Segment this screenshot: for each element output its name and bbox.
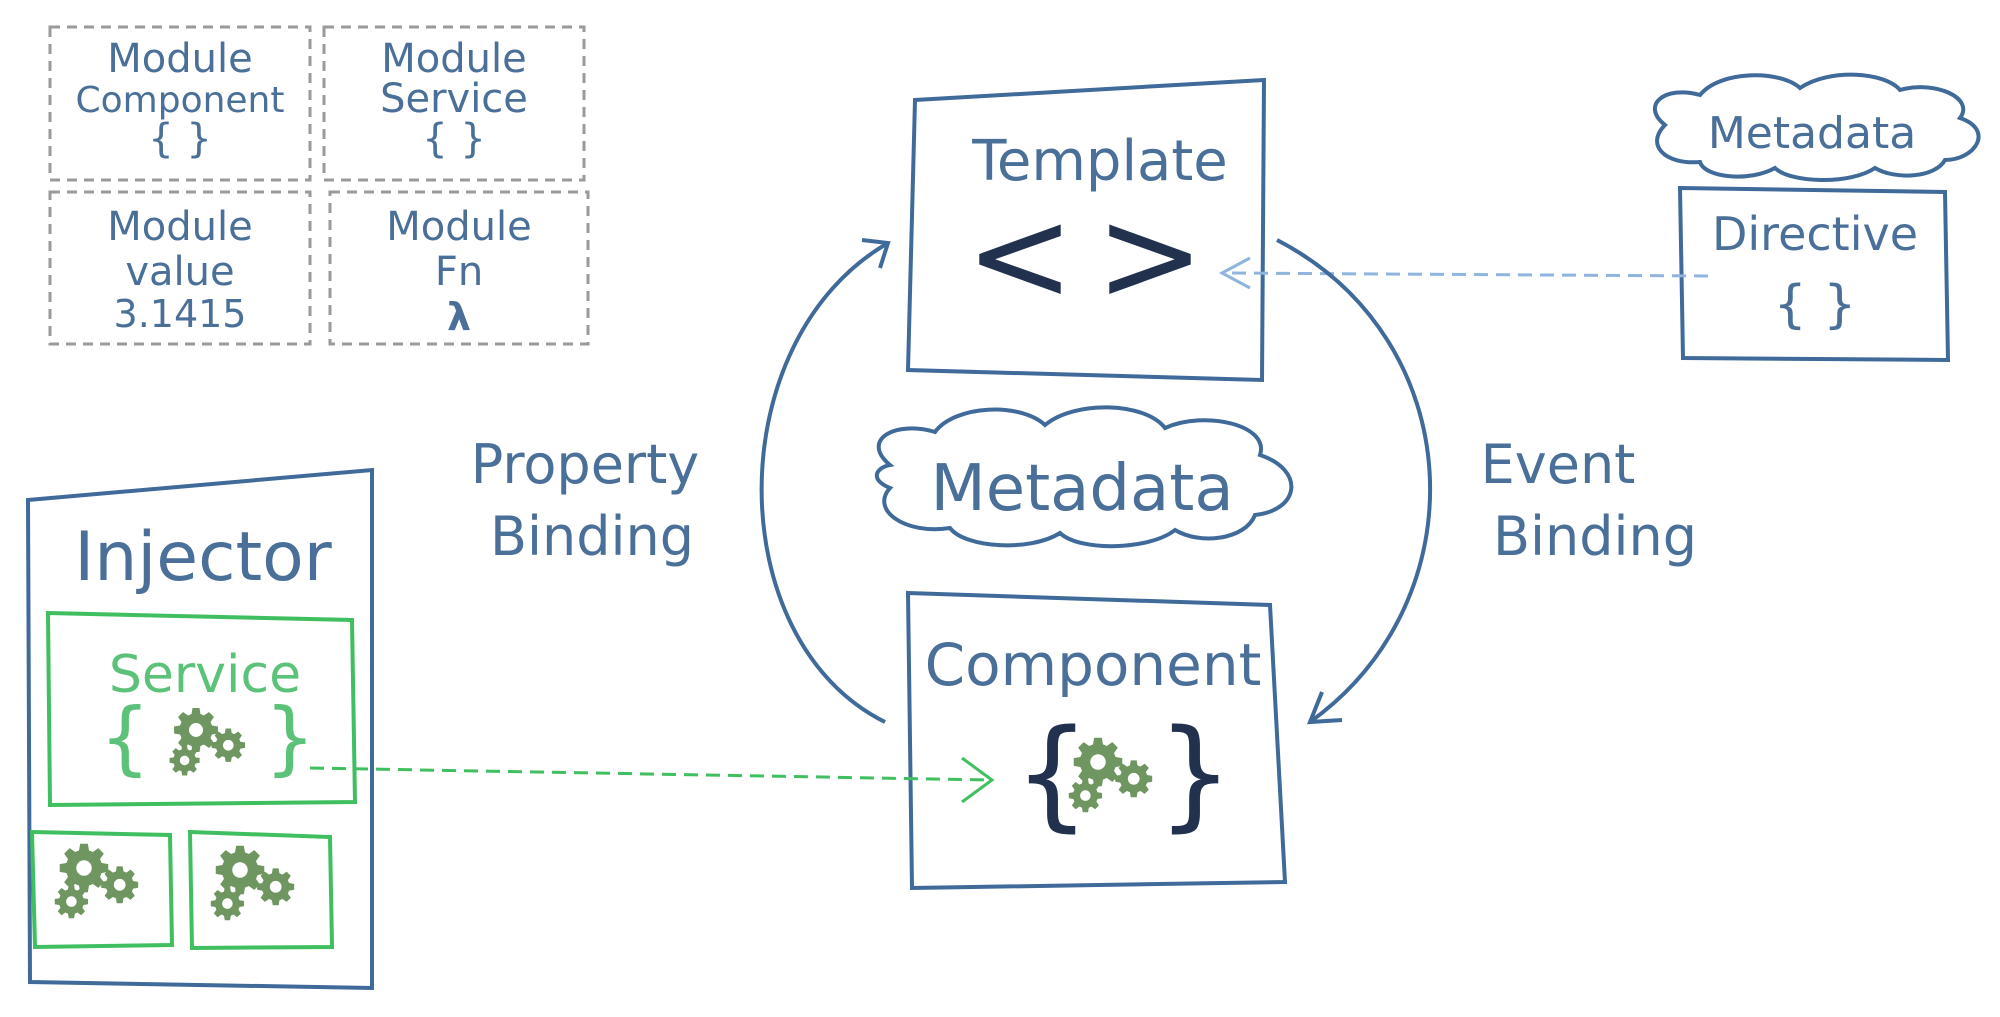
module-service-box xyxy=(322,25,586,182)
directive-content: { } xyxy=(1774,275,1857,335)
gear-icon xyxy=(55,844,138,918)
module-component-title: Module xyxy=(107,36,252,82)
module-value-content: 3.1415 xyxy=(114,292,247,336)
module-fn-subtitle: Fn xyxy=(435,249,483,295)
gear-icon xyxy=(170,708,245,775)
module-service-title: Module xyxy=(381,36,526,82)
module-component-box xyxy=(48,25,312,182)
module-component-subtitle: Component xyxy=(75,80,284,121)
service-bracket-right: } xyxy=(265,691,316,784)
injector-box xyxy=(25,467,374,991)
module-component-content: { } xyxy=(148,116,212,162)
property-binding-line2: Binding xyxy=(490,505,694,568)
module-fn-title: Module xyxy=(386,204,531,250)
event-binding-line2: Binding xyxy=(1493,505,1697,568)
property-binding-arc xyxy=(759,241,890,724)
directive-box xyxy=(1677,185,1951,363)
component-box xyxy=(905,590,1288,891)
component-bracket-right: } xyxy=(1157,705,1233,844)
injector-slot-right xyxy=(187,829,335,951)
center-metadata-label: Metadata xyxy=(930,452,1233,526)
component-bracket-left: { xyxy=(1014,705,1090,844)
service-box xyxy=(45,610,358,808)
gear-icon xyxy=(211,846,294,920)
template-symbol-left: < xyxy=(966,179,1075,331)
module-grid xyxy=(48,25,590,346)
event-binding-arc xyxy=(1276,238,1433,724)
template-symbol-right: > xyxy=(1096,179,1205,331)
event-binding-line1: Event xyxy=(1481,433,1636,496)
arrow-head xyxy=(1306,691,1343,725)
module-service-content: { } xyxy=(422,116,486,162)
gear-icon xyxy=(1069,738,1152,812)
module-value-title: Module xyxy=(107,204,252,250)
directive-cloud-label: Metadata xyxy=(1708,108,1916,159)
arrow-head xyxy=(961,756,995,804)
arrow-head xyxy=(861,238,891,269)
template-title: Template xyxy=(971,129,1228,194)
directive-title: Directive xyxy=(1712,207,1918,261)
component-title: Component xyxy=(925,631,1262,699)
directive-to-template-line xyxy=(1224,271,1709,278)
service-title: Service xyxy=(109,645,301,705)
module-value-box xyxy=(48,190,312,346)
module-value-subtitle: value xyxy=(125,249,234,295)
module-fn-content: λ xyxy=(447,295,471,339)
template-box xyxy=(905,77,1267,383)
directive-cloud xyxy=(1652,72,1981,182)
property-binding-line1: Property xyxy=(471,433,700,496)
arrow-head xyxy=(1218,256,1251,290)
service-bracket-left: { xyxy=(100,691,151,784)
module-service-subtitle: Service xyxy=(380,76,528,122)
injector-title: Injector xyxy=(74,518,332,597)
module-fn-box xyxy=(328,190,590,346)
service-to-component-line xyxy=(309,766,991,782)
center-metadata-cloud xyxy=(874,405,1294,549)
injector-slot-left xyxy=(29,829,175,950)
